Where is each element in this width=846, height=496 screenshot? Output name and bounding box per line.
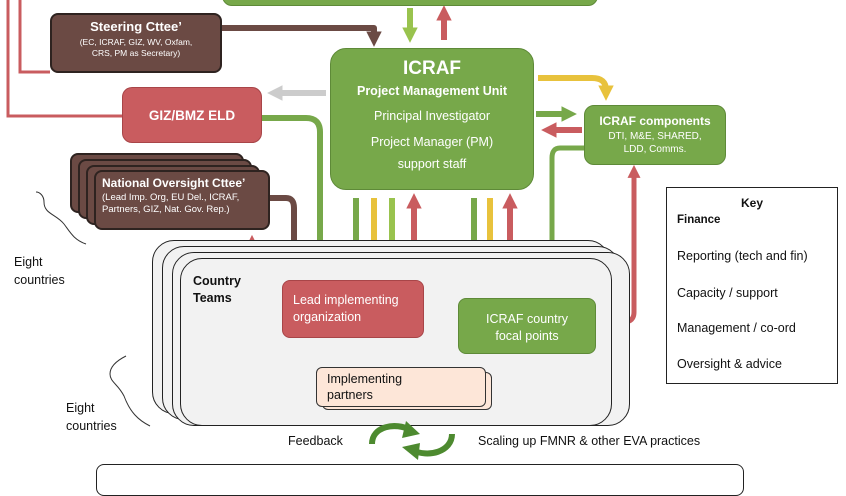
eight-countries-top-line-2: countries bbox=[14, 273, 65, 287]
bottom-box bbox=[96, 464, 744, 496]
key-item-reporting: Reporting (tech and fin) bbox=[677, 249, 808, 263]
pmu-box: ICRAF Project Management Unit Principal … bbox=[330, 48, 534, 190]
pmu-subtitle: Project Management Unit bbox=[356, 84, 508, 98]
steering-title: Steering Cttee’ bbox=[90, 19, 182, 34]
arrow-national-to-lead-oversight bbox=[270, 195, 302, 277]
focal-points-box: ICRAF country focal points bbox=[458, 298, 596, 354]
components-title: ICRAF components bbox=[599, 114, 711, 128]
components-line-1: DTI, M&E, SHARED, bbox=[608, 131, 702, 142]
key-item-finance: Finance bbox=[677, 214, 721, 226]
arrow-pmu-to-components-management bbox=[538, 75, 614, 101]
national-line-2: Partners, GIZ, Nat. Gov. Rep.) bbox=[102, 204, 230, 215]
key-item-capacity: Capacity / support bbox=[677, 286, 778, 300]
focal-line-2: focal points bbox=[495, 329, 559, 343]
focal-line-1: ICRAF country bbox=[486, 312, 568, 326]
pmu-title: ICRAF bbox=[402, 58, 462, 79]
giz-box: GIZ/BMZ ELD bbox=[122, 87, 262, 143]
national-title: National Oversight Cttee’ bbox=[102, 176, 246, 190]
pmu-line-1: Principal Investigator bbox=[373, 109, 491, 123]
partners-card-front: Implementing partners bbox=[316, 367, 486, 407]
scaling-label: Scaling up FMNR & other EVA practices bbox=[478, 434, 701, 448]
eight-countries-bottom: Eight countries bbox=[66, 399, 117, 435]
line-reporting-steering bbox=[18, 0, 50, 74]
brace-bottom bbox=[109, 355, 151, 427]
partners-line-1: Implementing bbox=[327, 372, 403, 386]
arrow-giz-to-country-capacity bbox=[262, 115, 328, 273]
brace-layer bbox=[35, 191, 151, 427]
giz-label: GIZ/BMZ ELD bbox=[148, 107, 236, 123]
eight-countries-bottom-line-1: Eight bbox=[66, 401, 95, 415]
components-box: ICRAF components DTI, M&E, SHARED, LDD, … bbox=[584, 105, 726, 165]
eight-countries-bottom-line-2: countries bbox=[66, 419, 117, 433]
feedback-label: Feedback bbox=[288, 434, 343, 448]
line-reporting-outer bbox=[6, 0, 122, 118]
eight-countries-top-line-1: Eight bbox=[14, 255, 43, 269]
national-line-1: (Lead Imp. Org, EU Del., ICRAF, bbox=[102, 192, 240, 203]
cycle-icon bbox=[369, 421, 455, 460]
key-box: Key Finance Reporting (tech and fin) Cap… bbox=[666, 187, 838, 384]
steering-line-2: CRS, PM as Secretary) bbox=[91, 48, 181, 58]
components-line-2: LDD, Comms. bbox=[623, 144, 687, 155]
partners-line-2: partners bbox=[327, 388, 373, 402]
steering-line-1: (EC, ICRAF, GIZ, WV, Oxfam, bbox=[79, 37, 193, 47]
country-teams-line-1: Country bbox=[193, 274, 241, 288]
lead-org-line-1: Lead implementing bbox=[293, 293, 399, 307]
pmu-line-2: Project Manager (PM) bbox=[370, 135, 494, 149]
lead-org-box: Lead implementing organization bbox=[282, 280, 424, 338]
arrow-steering-to-pmu bbox=[222, 25, 382, 47]
pmu-line-3: support staff bbox=[397, 157, 467, 171]
key-item-management: Management / co-ord bbox=[677, 321, 796, 335]
arrow-components-to-focal bbox=[545, 145, 584, 306]
brace-top bbox=[35, 191, 87, 245]
country-teams-label: Country Teams bbox=[193, 273, 241, 307]
lead-org-line-2: organization bbox=[293, 310, 362, 324]
eight-countries-top: Eight countries bbox=[14, 253, 65, 289]
key-title: Key bbox=[741, 196, 764, 210]
country-teams-line-2: Teams bbox=[193, 291, 232, 305]
steering-committee-box: Steering Cttee’ (EC, ICRAF, GIZ, WV, Oxf… bbox=[50, 13, 222, 73]
national-oversight-box: National Oversight Cttee’ (Lead Imp. Org… bbox=[94, 170, 270, 230]
key-item-oversight: Oversight & advice bbox=[677, 357, 782, 371]
